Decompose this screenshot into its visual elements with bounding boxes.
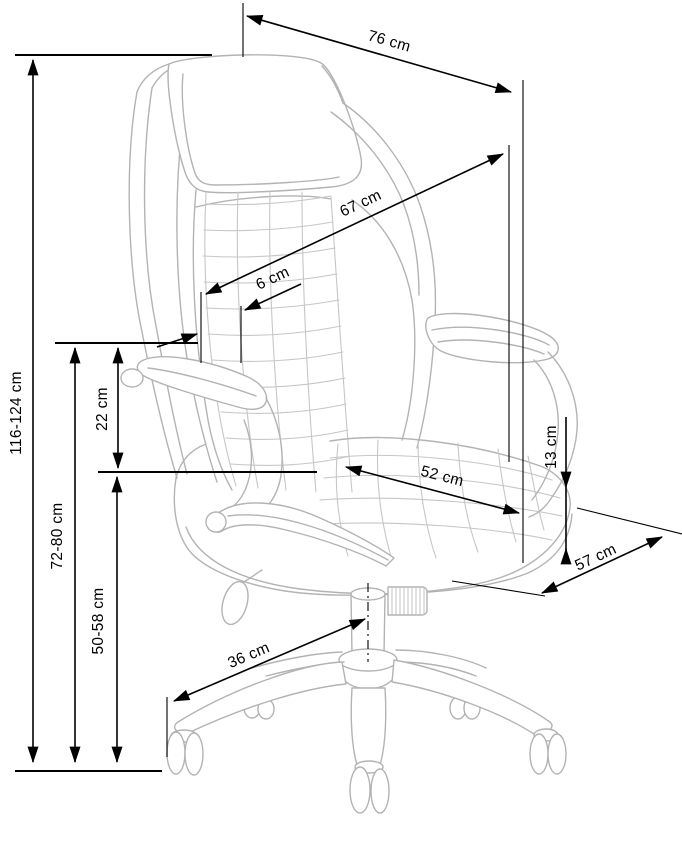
dimension-line-base-leg [172, 618, 367, 702]
dimension-line-seat-width [344, 465, 521, 515]
dimension-line-6cm-left [156, 333, 199, 348]
extension-line-57-upper [576, 507, 682, 535]
dimension-line-backrest-height [205, 153, 504, 295]
dimension-label-total-height: 116-124 cm [8, 371, 25, 455]
dimension-line-seat-depth [541, 536, 663, 594]
dimension-label-armrest-above-seat: 22 cm [94, 387, 111, 431]
extension-line-57-lower [451, 580, 546, 597]
dimension-lines [15, 3, 682, 772]
dimension-line-total-width [245, 14, 513, 94]
dimension-label-seat-floor-height: 50-58 cm [90, 587, 107, 655]
dimension-label-cushion-thickness: 13 cm [543, 425, 560, 469]
dimension-label-armrest-floor-height: 72-80 cm [49, 502, 66, 570]
dimension-line-6cm-right [244, 283, 302, 311]
